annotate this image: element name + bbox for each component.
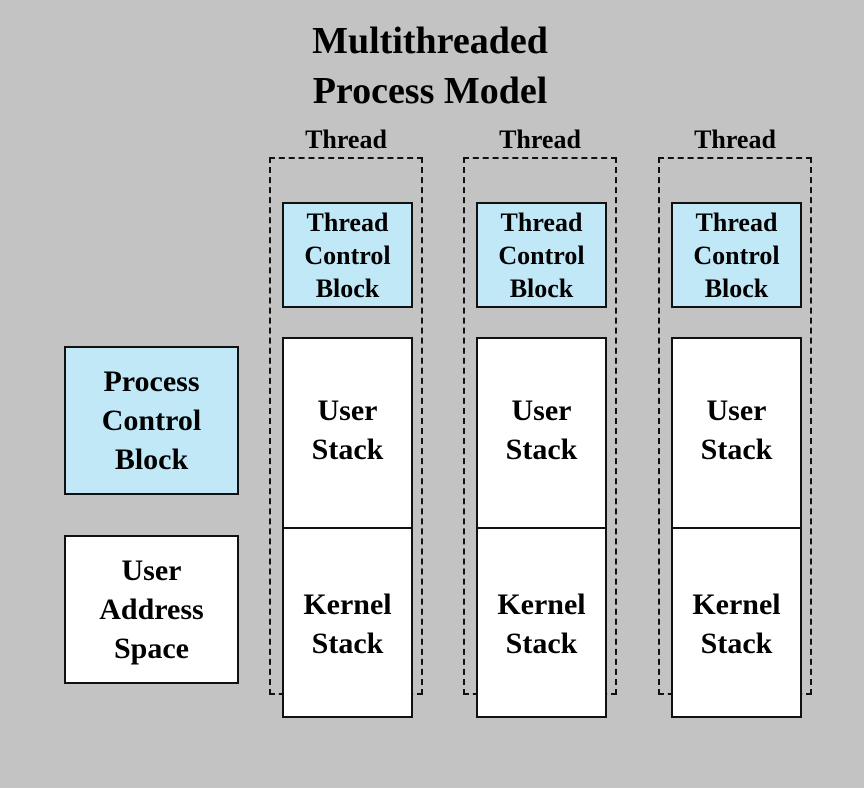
thread-1: Thread Thread Control Block User Stack K… xyxy=(269,125,423,718)
kernel-stack-line-2: Stack xyxy=(311,627,384,660)
thread-boundary: Thread Control Block User Stack Kernel S… xyxy=(463,157,617,718)
thread-label: Thread xyxy=(694,125,776,154)
thread-control-block: Thread Control Block xyxy=(476,202,607,308)
user-stack-line-1: User xyxy=(317,394,378,427)
tcb-line-2: Control xyxy=(304,240,391,270)
thread-control-block-label: Thread Control Block xyxy=(304,206,390,305)
thread-label: Thread xyxy=(305,125,387,154)
kernel-stack-line-1: Kernel xyxy=(303,588,392,621)
kernel-stack-label: Kernel Stack xyxy=(692,585,780,663)
thread-boundary: Thread Control Block User Stack Kernel S… xyxy=(269,157,423,718)
thread-control-block-label: Thread Control Block xyxy=(693,206,779,305)
thread-label: Thread xyxy=(499,125,581,154)
user-stack-line-2: Stack xyxy=(311,433,384,466)
user-address-space-label: User Address Space xyxy=(99,551,203,668)
uas-line-3: Space xyxy=(113,632,189,665)
kernel-stack-label: Kernel Stack xyxy=(497,585,585,663)
thread-2: Thread Thread Control Block User Stack K… xyxy=(463,125,617,718)
pcb-line-1: Process xyxy=(103,365,200,398)
thread-control-block: Thread Control Block xyxy=(282,202,413,308)
user-stack-line-2: Stack xyxy=(505,433,578,466)
kernel-stack-line-1: Kernel xyxy=(497,588,586,621)
kernel-stack: Kernel Stack xyxy=(671,527,802,718)
uas-line-2: Address xyxy=(99,593,204,626)
title-line-1: Multithreaded xyxy=(312,20,548,62)
thread-control-block-label: Thread Control Block xyxy=(498,206,584,305)
thread-control-block: Thread Control Block xyxy=(671,202,802,308)
user-stack-line-1: User xyxy=(511,394,572,427)
process-control-block: Process Control Block xyxy=(64,346,239,495)
user-address-space: User Address Space xyxy=(64,535,239,684)
tcb-line-3: Block xyxy=(315,273,380,303)
tcb-line-3: Block xyxy=(509,273,574,303)
user-stack-label: User Stack xyxy=(701,391,773,469)
kernel-stack-line-2: Stack xyxy=(505,627,578,660)
user-stack: User Stack xyxy=(671,337,802,529)
user-stack-line-1: User xyxy=(706,394,767,427)
tcb-line-3: Block xyxy=(704,273,769,303)
tcb-line-1: Thread xyxy=(695,207,778,237)
process-control-block-label: Process Control Block xyxy=(102,362,201,479)
tcb-line-2: Control xyxy=(693,240,780,270)
pcb-line-2: Control xyxy=(101,404,202,437)
tcb-line-2: Control xyxy=(498,240,585,270)
user-stack: User Stack xyxy=(476,337,607,529)
thread-boundary: Thread Control Block User Stack Kernel S… xyxy=(658,157,812,718)
pcb-line-3: Block xyxy=(114,443,189,476)
kernel-stack: Kernel Stack xyxy=(282,527,413,718)
user-stack-label: User Stack xyxy=(312,391,384,469)
kernel-stack-label: Kernel Stack xyxy=(303,585,391,663)
tcb-line-1: Thread xyxy=(500,207,583,237)
tcb-line-1: Thread xyxy=(306,207,389,237)
user-stack-line-2: Stack xyxy=(700,433,773,466)
thread-3: Thread Thread Control Block User Stack K… xyxy=(658,125,812,718)
user-stack-label: User Stack xyxy=(506,391,578,469)
diagram-title: Multithreaded Process Model xyxy=(230,16,630,116)
kernel-stack: Kernel Stack xyxy=(476,527,607,718)
kernel-stack-line-2: Stack xyxy=(700,627,773,660)
kernel-stack-line-1: Kernel xyxy=(692,588,781,621)
uas-line-1: User xyxy=(121,554,182,587)
user-stack: User Stack xyxy=(282,337,413,529)
title-line-2: Process Model xyxy=(312,70,548,112)
